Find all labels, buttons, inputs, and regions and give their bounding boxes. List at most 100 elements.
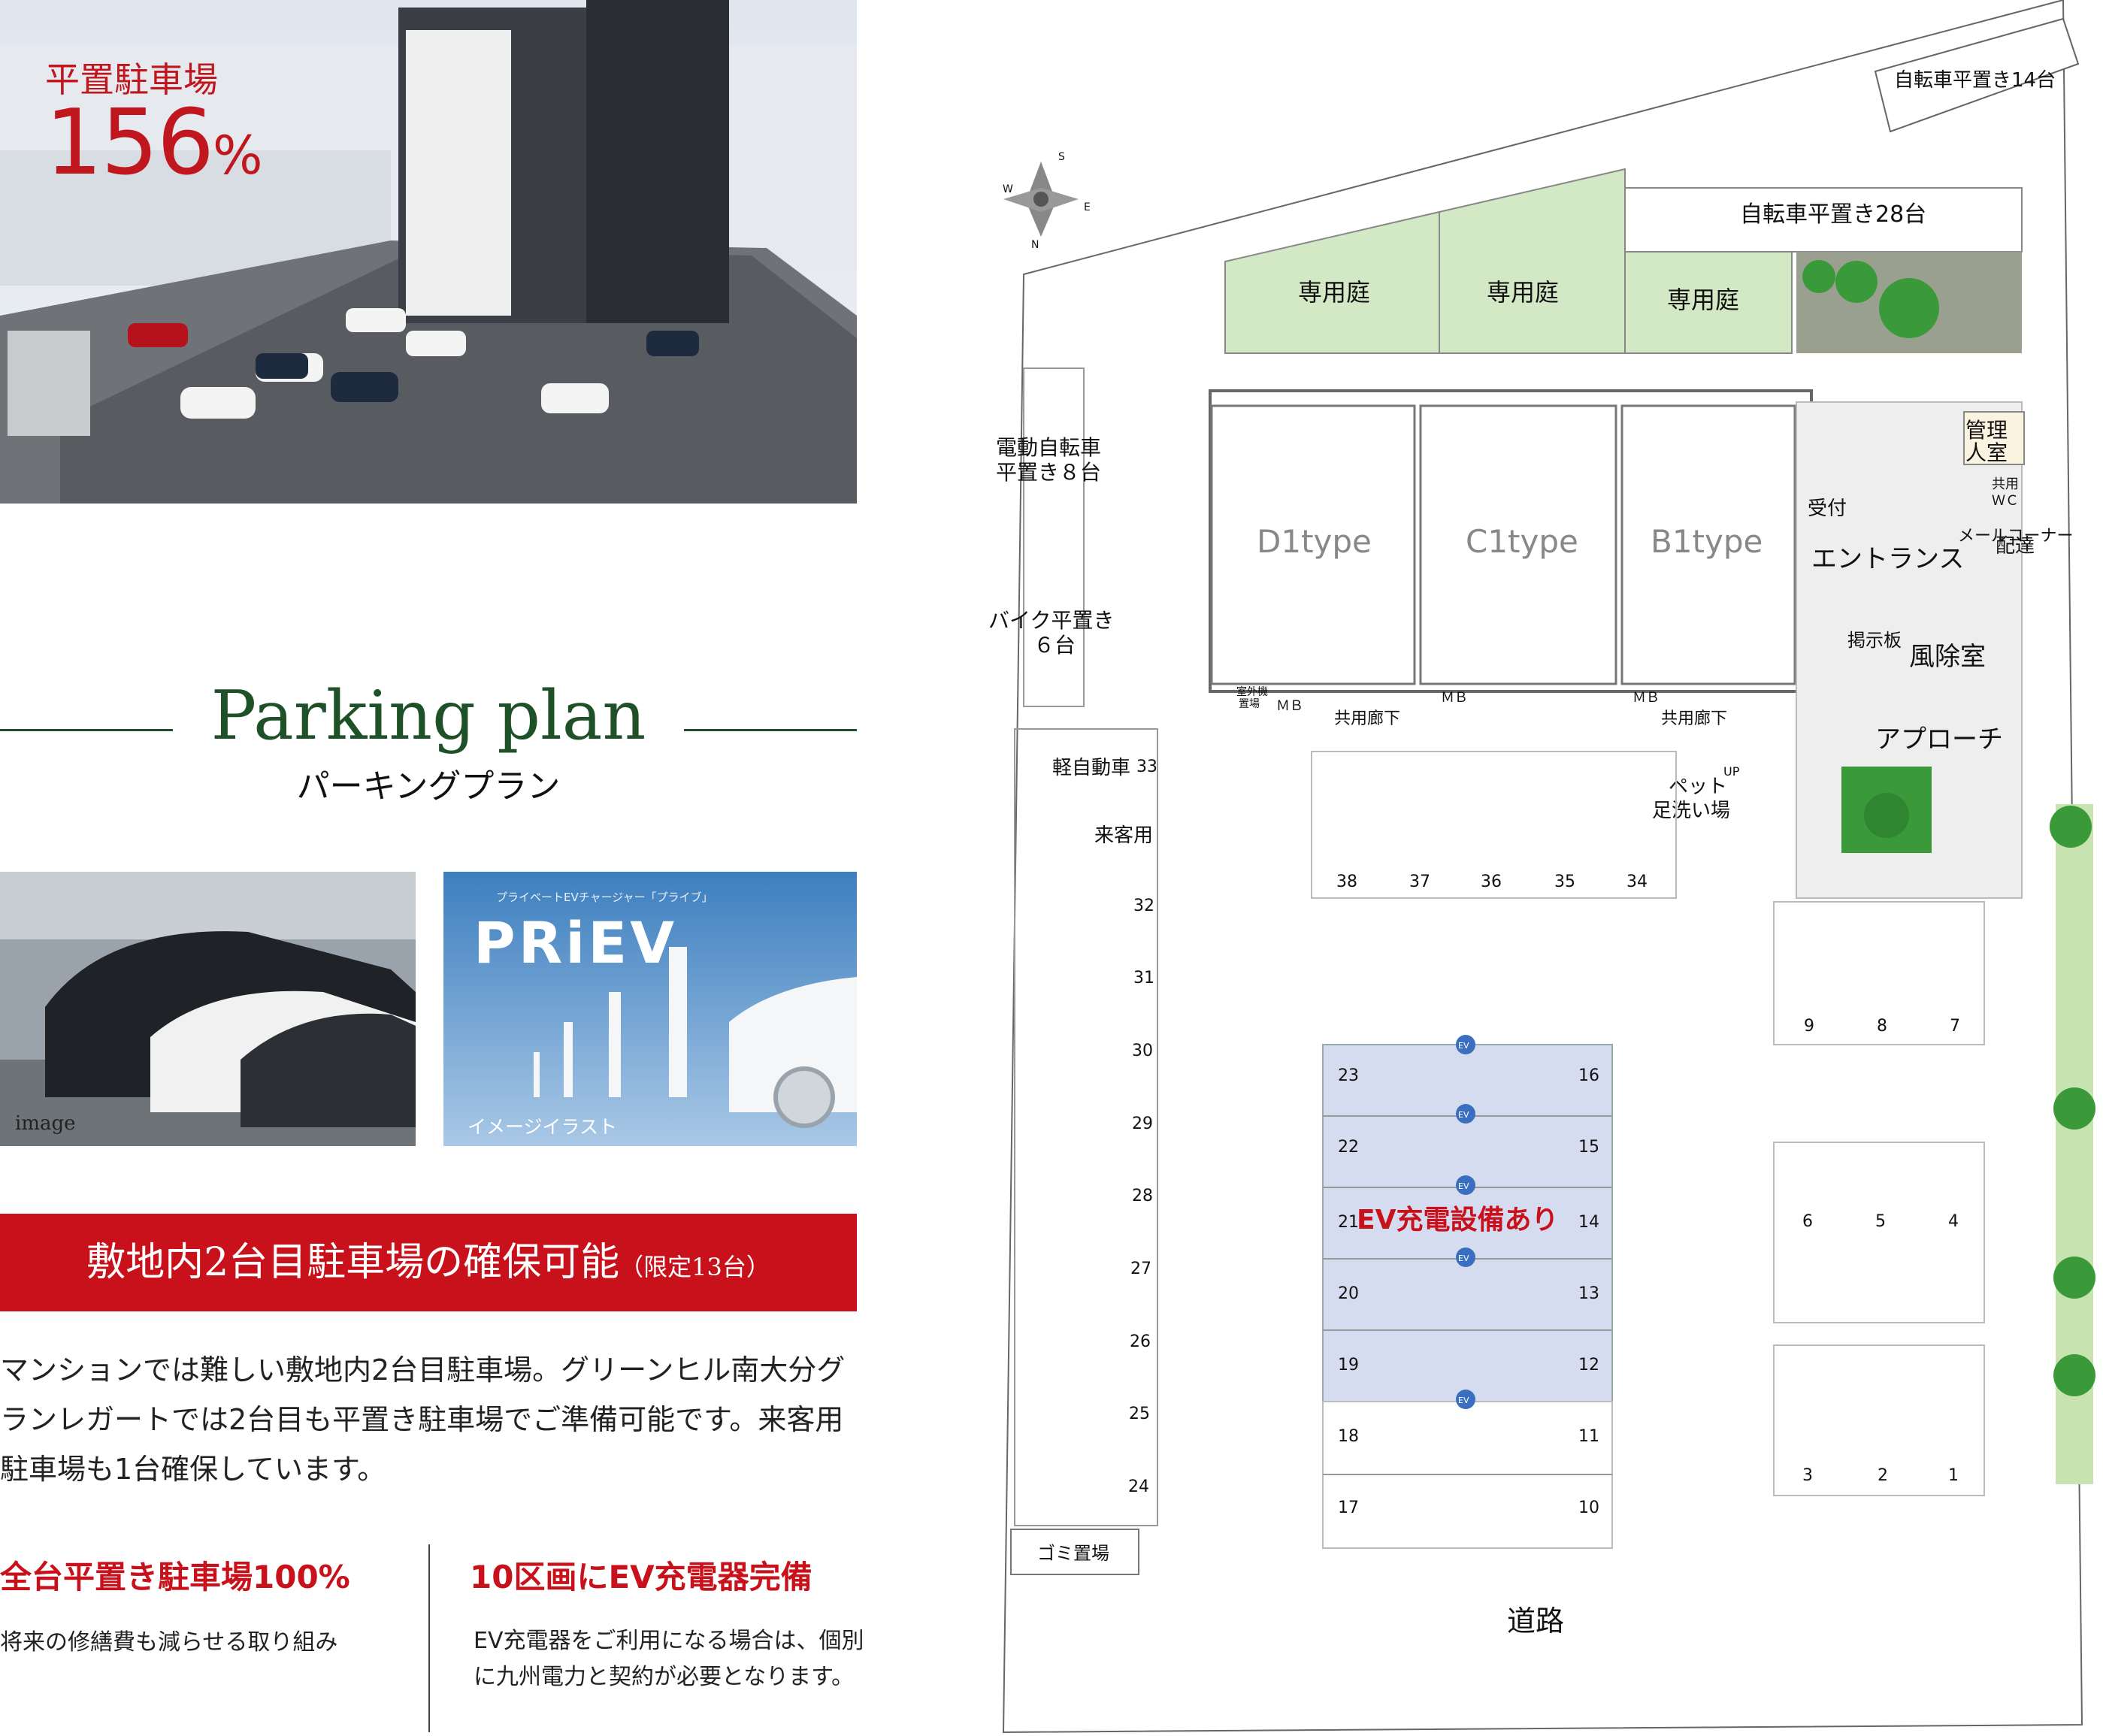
hero-tag: 平置駐車場 156%: [45, 53, 263, 197]
manager-label-1: 管理: [1965, 418, 2008, 443]
space-32: 32: [1133, 897, 1154, 915]
section-subtitle: パーキングプラン: [296, 767, 561, 806]
ev-brand-subtitle: プライベートEVチャージャー「プライブ」: [496, 891, 713, 904]
garden-2-label: 専用庭: [1487, 278, 1559, 307]
site-boundary: [1002, 0, 2083, 1734]
bike14-label: 自転車平置き14台: [1894, 69, 2056, 92]
ev-icon-label-4: EV: [1458, 1254, 1469, 1263]
top-parking-row: 38 37 36 35 34: [1311, 751, 1677, 899]
feature-divider: [428, 1544, 430, 1732]
outdoor-unit-label-1: 室外機: [1236, 685, 1268, 698]
banner-main: 敷地内2台目駐車場の確保可能: [86, 1240, 620, 1285]
space-34: 34: [1626, 873, 1648, 891]
site-plan: S W E N 自転車平置き14台 自転車平置き28台 専用庭 専用庭 専用庭 …: [988, 0, 2095, 1734]
space-24: 24: [1128, 1477, 1149, 1496]
hero-rendering: [0, 0, 857, 504]
garden-3-label: 専用庭: [1667, 286, 1739, 314]
hero-number: 156: [45, 91, 214, 195]
ev-charger-graphic: [443, 872, 857, 1146]
ev-icon-label-1: EV: [1458, 1041, 1469, 1051]
unit-c1-label: C1type: [1466, 523, 1578, 560]
notice-board-label: 掲示板: [1847, 630, 1902, 651]
wc-label-1: 共用: [1992, 476, 2019, 492]
unit-rooms: D1type C1type B1type: [1210, 404, 1796, 685]
space-21: 21: [1338, 1213, 1359, 1232]
ebike-label-2: 平置き８台: [996, 460, 1101, 485]
space-15: 15: [1578, 1138, 1599, 1157]
space-26: 26: [1130, 1332, 1151, 1351]
section-divider-right: [684, 729, 857, 731]
compass-s: S: [1058, 151, 1065, 163]
ev-charger-illustration: [443, 872, 857, 1146]
mail-corner-label: メールコーナー: [1958, 527, 2074, 546]
space-28: 28: [1132, 1187, 1153, 1205]
ev-right-numbers: 16 15 14 13 12 11 10: [1578, 1066, 1599, 1517]
up-label: UP: [1723, 764, 1740, 779]
space-2: 2: [1878, 1466, 1888, 1485]
space-37: 37: [1409, 873, 1430, 891]
space-3: 3: [1802, 1466, 1813, 1485]
ev-icon-label-3: EV: [1458, 1181, 1469, 1191]
garden-1-label: 専用庭: [1298, 278, 1370, 307]
wc-label-2: ＷＣ: [1992, 493, 2019, 509]
compass-n: N: [1031, 239, 1039, 251]
space-9: 9: [1804, 1017, 1814, 1036]
mb-label-1: ＭＢ: [1276, 698, 1303, 714]
guest-label: 来客用: [1094, 824, 1153, 847]
space-13: 13: [1578, 1284, 1599, 1303]
space-20: 20: [1338, 1284, 1359, 1303]
ebike-label-1: 電動自転車: [996, 435, 1101, 460]
space-25: 25: [1129, 1405, 1150, 1423]
outdoor-unit-label-2: 置場: [1239, 698, 1260, 710]
pet-wash-label-2: 足洗い場: [1652, 800, 1730, 822]
ev-icon-label-5: EV: [1458, 1396, 1469, 1405]
feature-1-title: 全台平置き駐車場100%: [0, 1559, 350, 1595]
manager-label-2: 人室: [1965, 440, 2008, 465]
moto-label-2: ６台: [1033, 633, 1076, 658]
planting-bed-mid: [1841, 767, 1932, 853]
ev-left-numbers: 23 22 21 20 19 18 17: [1338, 1066, 1359, 1517]
space-22: 22: [1338, 1138, 1359, 1157]
unit-b1-label: B1type: [1651, 523, 1763, 560]
space-27: 27: [1130, 1260, 1151, 1278]
bike28-label: 自転車平置き28台: [1740, 201, 1926, 228]
ev-area-label: EV充電設備あり: [1357, 1205, 1558, 1235]
ev-caption: イメージイラスト: [468, 1116, 618, 1138]
bike-parking-14: 自転車平置き14台: [1874, 17, 2080, 133]
space-38: 38: [1336, 873, 1357, 891]
hero-value: 156%: [45, 98, 263, 197]
west-space-numbers: 33 32 31 30 29 28 27 26 25 24: [1128, 758, 1157, 1496]
second-parking-banner: 敷地内2台目駐車場の確保可能（限定13台）: [0, 1214, 857, 1311]
banner-note: （限定13台）: [619, 1253, 770, 1281]
space-33: 33: [1136, 758, 1157, 776]
space-7: 7: [1950, 1017, 1960, 1036]
space-30: 30: [1132, 1042, 1153, 1060]
space-5: 5: [1875, 1212, 1886, 1231]
corridor-label-2: 共用廊下: [1661, 709, 1727, 728]
compass-icon: S W E N: [1003, 151, 1091, 251]
trash-area: ゴミ置場: [1010, 1529, 1139, 1575]
windbreak-label: 風除室: [1909, 642, 1986, 672]
reception-label: 受付: [1808, 498, 1847, 520]
ev-charger-icons: EV EV EV EV EV: [1456, 1035, 1475, 1409]
hero-unit: %: [213, 125, 263, 186]
bike-parking-28: 自転車平置き28台: [1624, 187, 2023, 253]
east-parking: 9 8 7 6 5 4 3 2 1: [1773, 901, 1985, 1496]
moto-label-1: バイク平置き: [988, 608, 1114, 633]
section-title: Parking plan: [210, 676, 646, 755]
space-17: 17: [1338, 1499, 1359, 1517]
feature-1-text: 将来の修繕費も減らせる取り組み: [0, 1629, 338, 1656]
parked-cars-photo: [0, 872, 416, 1146]
space-6: 6: [1802, 1212, 1813, 1231]
space-19: 19: [1338, 1356, 1359, 1375]
space-35: 35: [1554, 873, 1575, 891]
space-10: 10: [1578, 1499, 1599, 1517]
planting-strip-east: [2050, 804, 2095, 1484]
hero-label: 平置駐車場: [45, 59, 218, 100]
section-divider-left: [0, 729, 173, 731]
space-1: 1: [1948, 1466, 1959, 1485]
space-14: 14: [1578, 1213, 1599, 1232]
hero-building-illustration: [0, 0, 857, 504]
space-31: 31: [1133, 969, 1154, 987]
feature-2-text: EV充電器をご利用になる場合は、個別に九州電力と契約が必要となります。: [474, 1628, 864, 1690]
